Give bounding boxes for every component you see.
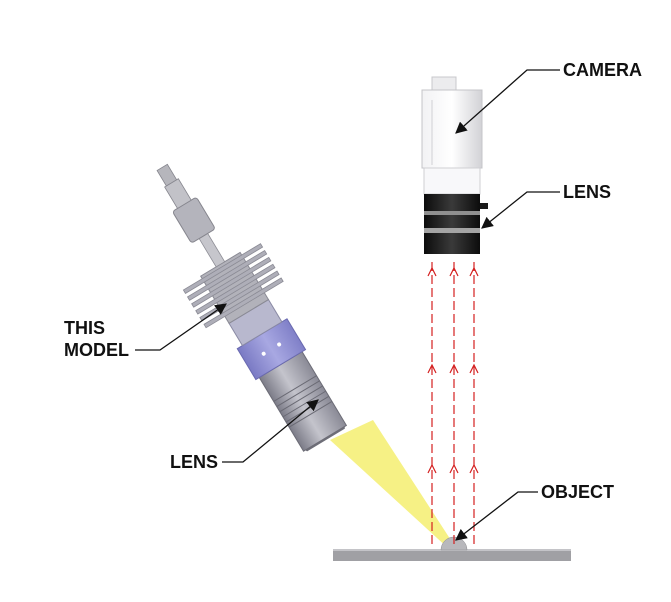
camera-lens-screw xyxy=(480,203,488,209)
heatsink-fin xyxy=(186,249,268,301)
ray-arrowheads xyxy=(427,266,479,474)
this-model xyxy=(156,163,348,452)
heatsink-fin xyxy=(203,277,284,329)
ray-arrowhead xyxy=(449,363,459,374)
grip-line xyxy=(288,400,333,428)
ray-arrowhead xyxy=(449,266,459,277)
light-beam xyxy=(330,420,456,549)
model-connector-tip xyxy=(156,163,178,187)
surface xyxy=(333,549,571,561)
this-model-label-line1: THIS xyxy=(64,318,105,338)
model-rod xyxy=(198,232,226,268)
model-lens-leader xyxy=(222,399,319,463)
camera xyxy=(421,76,488,254)
leader-lines xyxy=(135,69,560,541)
collar-screw xyxy=(277,342,282,347)
ray-arrowhead xyxy=(469,363,479,374)
ray-arrowhead xyxy=(469,463,479,474)
ray-arrowhead xyxy=(427,363,437,374)
camera-lens-ring xyxy=(424,211,480,215)
model-lens-grip xyxy=(273,375,333,428)
heatsink-fins xyxy=(182,243,284,329)
ray-arrowhead xyxy=(449,463,459,474)
object-label: OBJECT xyxy=(541,482,614,502)
ray-arrowhead xyxy=(427,266,437,277)
model-leader xyxy=(135,303,227,351)
camera-lens-ring xyxy=(424,228,480,233)
camera-lens-leader xyxy=(481,191,560,229)
heatsink-fin xyxy=(195,263,276,315)
camera-lens-label: LENS xyxy=(563,182,611,202)
reflected-rays xyxy=(431,260,475,544)
camera-top-connector xyxy=(431,76,457,92)
grip-line xyxy=(282,390,327,418)
model-lens-label: LENS xyxy=(170,452,218,472)
camera-label: CAMERA xyxy=(563,60,642,80)
grip-line xyxy=(276,380,320,408)
camera-body xyxy=(421,89,483,169)
this-model-label-line2: MODEL xyxy=(64,340,129,360)
collar-screw xyxy=(261,351,266,356)
ray-arrowhead xyxy=(427,463,437,474)
grip-line xyxy=(279,385,323,413)
heatsink-fin xyxy=(191,256,272,308)
object-leader xyxy=(455,491,538,541)
camera-leader xyxy=(455,69,560,134)
camera-body-ring xyxy=(423,167,481,195)
grip-line xyxy=(273,375,317,402)
camera-lens-body xyxy=(424,194,480,254)
ray-arrowhead xyxy=(469,266,479,277)
heatsink-fin xyxy=(182,243,264,295)
